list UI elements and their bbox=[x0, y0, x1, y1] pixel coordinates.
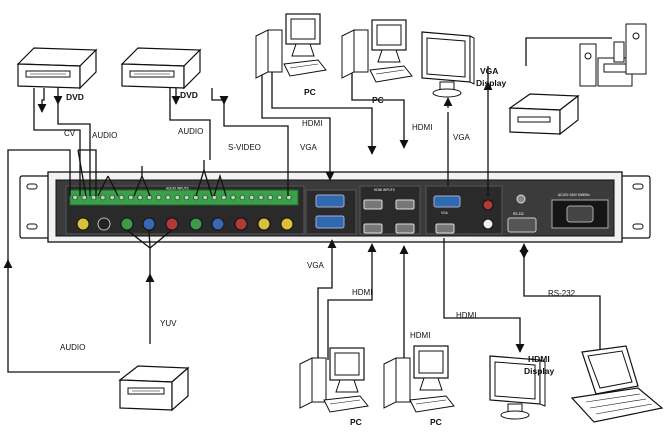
speaker-system bbox=[579, 23, 647, 87]
terminal-screw[interactable] bbox=[137, 194, 144, 201]
pc-top-2-label: PC bbox=[372, 95, 384, 105]
dvd-mid-label: DVD bbox=[180, 90, 198, 100]
terminal-screw[interactable] bbox=[118, 194, 125, 201]
vga-inputs-panel: VGA INPUTS bbox=[305, 189, 357, 241]
yuv-y-connector[interactable] bbox=[120, 217, 134, 231]
terminal-screw[interactable] bbox=[127, 194, 134, 201]
hdmi-input-3[interactable] bbox=[363, 223, 383, 234]
outputs-label: OUTPUTS bbox=[456, 236, 471, 240]
pc-bottom-2-label: PC bbox=[430, 417, 442, 427]
vga-output[interactable] bbox=[433, 195, 461, 208]
terminal-screw[interactable] bbox=[100, 194, 106, 201]
terminal-screw[interactable] bbox=[258, 194, 264, 201]
video-inputs-label: VIDEO INPUTS bbox=[168, 237, 191, 241]
yuv-u-connector[interactable] bbox=[142, 217, 156, 231]
cv-cable-label: CV bbox=[64, 129, 76, 138]
terminal-screw[interactable] bbox=[239, 194, 246, 201]
vga-display-cable-label: VGA bbox=[453, 133, 471, 142]
pc-bottom-2: PC bbox=[383, 345, 455, 427]
hdmi-display: HDMI Display bbox=[489, 354, 555, 420]
hdmi-cable-label-bottom-2: HDMI bbox=[410, 331, 430, 340]
audio-cable-label-2: AUDIO bbox=[178, 127, 203, 136]
power-inlet[interactable]: AC100~240V 50/60Hz bbox=[551, 193, 609, 229]
hdmi-cable-label-top-1: HDMI bbox=[302, 119, 322, 128]
terminal-screw[interactable] bbox=[248, 194, 255, 201]
switcher-unit: AUDIO INPUTS VIDEO INPUTS VGA INPUTS HDM… bbox=[19, 171, 651, 243]
cv2-connector[interactable] bbox=[257, 217, 271, 231]
outputs-panel: VGA OUTPUTS bbox=[425, 185, 503, 240]
pc-bottom-1-label: PC bbox=[350, 417, 362, 427]
vga-input-1[interactable] bbox=[315, 194, 345, 208]
terminal-screw[interactable] bbox=[165, 194, 171, 201]
hdmi-inputs-label: HDMI INPUTS bbox=[374, 188, 395, 192]
yuv-cable-label: YUV bbox=[160, 319, 177, 328]
rs232-port[interactable]: RS-232 bbox=[507, 212, 537, 233]
terminal-screw[interactable] bbox=[276, 194, 283, 201]
terminal-screw[interactable] bbox=[174, 194, 181, 201]
cable-labels: CV AUDIO AUDIO AUDIO S-VIDEO VGA HDMI HD… bbox=[60, 119, 576, 352]
terminal-screw[interactable] bbox=[155, 194, 162, 201]
hdmi-input-4[interactable] bbox=[395, 223, 415, 234]
terminal-screw[interactable] bbox=[220, 194, 227, 201]
hdmi-output[interactable] bbox=[435, 223, 455, 234]
terminal-screw[interactable] bbox=[267, 194, 274, 201]
hdmi-display-cable-label: HDMI bbox=[456, 311, 476, 320]
yuv-v-connector[interactable] bbox=[165, 217, 179, 231]
dvd-player-left: DVD bbox=[16, 47, 98, 102]
hdmi-display-label-2: Display bbox=[524, 366, 555, 376]
power-rating-label: AC100~240V 50/60Hz bbox=[558, 193, 590, 197]
hdmi-input-1[interactable] bbox=[363, 199, 383, 210]
svideo2-connector[interactable] bbox=[280, 217, 294, 231]
ground-screw bbox=[516, 194, 526, 204]
pc-bottom-1: PC bbox=[299, 347, 369, 427]
component-u-connector[interactable] bbox=[211, 217, 225, 231]
audio-out-r[interactable] bbox=[482, 199, 494, 211]
svideo-cable-label: S-VIDEO bbox=[228, 143, 261, 152]
audio-cable-label-1: AUDIO bbox=[92, 131, 117, 140]
vga-input-2[interactable] bbox=[315, 215, 345, 229]
laptop bbox=[570, 345, 664, 423]
pc-top-2: PC bbox=[341, 19, 413, 105]
vga-display-label-2: Display bbox=[476, 78, 507, 88]
audio-inputs-label: AUDIO INPUTS bbox=[166, 187, 189, 191]
vga-inputs-label: VGA INPUTS bbox=[318, 237, 337, 241]
hdmi-input-2[interactable] bbox=[395, 199, 415, 210]
video-connectors bbox=[76, 217, 294, 231]
hdmi-display-label-1: HDMI bbox=[528, 354, 550, 364]
rs232-port-label: RS-232 bbox=[513, 212, 524, 216]
component-y-connector[interactable] bbox=[189, 217, 203, 231]
terminal-screw[interactable] bbox=[230, 194, 237, 201]
vga-cable-label-top: VGA bbox=[300, 143, 318, 152]
terminal-screw[interactable] bbox=[183, 194, 190, 201]
terminal-screw[interactable] bbox=[72, 194, 78, 201]
cables bbox=[3, 37, 612, 373]
terminal-screw[interactable] bbox=[90, 194, 97, 201]
dvd-player-bottom bbox=[118, 365, 190, 412]
audio-cable-label-bottom: AUDIO bbox=[60, 343, 85, 352]
audio-out-l[interactable] bbox=[482, 218, 494, 230]
pc-top-1-label: PC bbox=[304, 87, 316, 97]
svideo-connector[interactable] bbox=[97, 217, 111, 231]
audio-amplifier bbox=[508, 93, 580, 136]
vga-cable-label-bottom: VGA bbox=[307, 261, 325, 270]
terminal-screw[interactable] bbox=[286, 194, 292, 201]
vga-out-label: VGA bbox=[441, 211, 449, 215]
hdmi-cable-label-bottom-1: HDMI bbox=[352, 288, 372, 297]
dvd-left-label: DVD bbox=[66, 92, 84, 102]
hdmi-cable-label-top-2: HDMI bbox=[412, 123, 432, 132]
terminal-screw[interactable] bbox=[202, 194, 209, 201]
hdmi-inputs-panel: HDMI INPUTS bbox=[359, 185, 421, 235]
terminal-screw[interactable] bbox=[81, 194, 88, 201]
component-v-connector[interactable] bbox=[234, 217, 248, 231]
terminal-screw[interactable] bbox=[109, 194, 116, 201]
rs232-cable-label: RS-232 bbox=[548, 289, 576, 298]
pc-top-1: PC bbox=[255, 13, 327, 97]
audio-terminal-block bbox=[69, 189, 299, 206]
vga-display-label-1: VGA bbox=[480, 66, 498, 76]
vga-display: VGA Display bbox=[421, 31, 507, 98]
dvd-player-mid: DVD bbox=[120, 47, 202, 100]
cv-connector[interactable] bbox=[76, 217, 90, 231]
